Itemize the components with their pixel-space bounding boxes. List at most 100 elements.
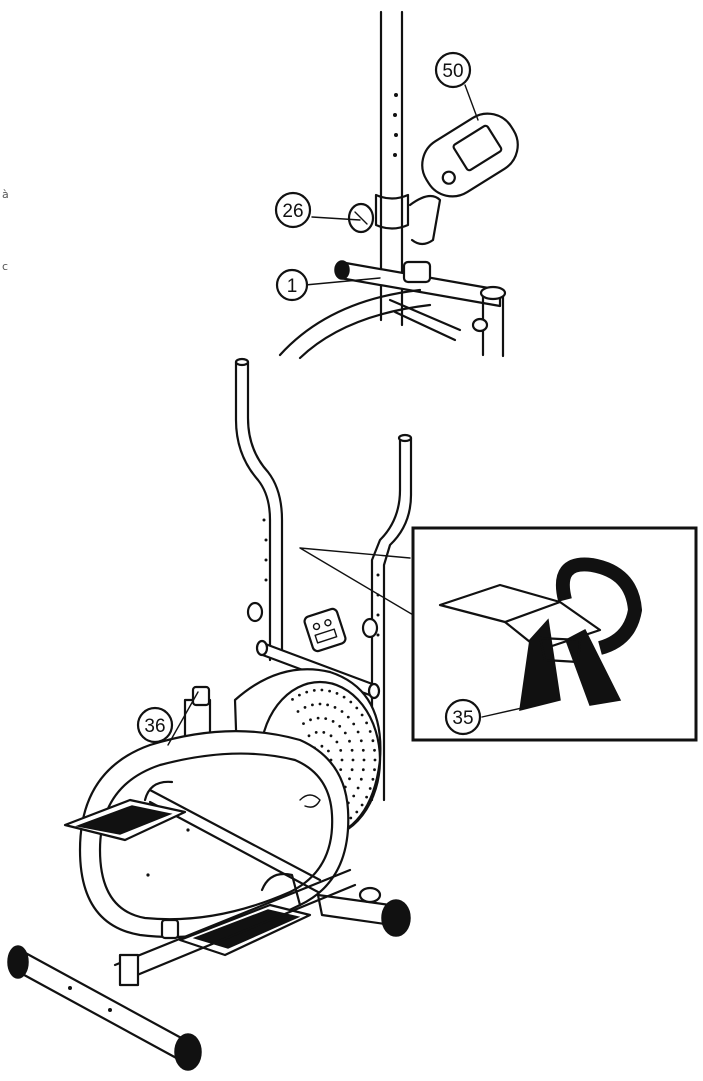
fan-grill-dot <box>338 724 342 728</box>
fan-grill-dot <box>335 740 339 744</box>
callout-35: 35 <box>444 698 482 736</box>
margin-mark-b: c <box>2 260 8 273</box>
callout-26-label: 26 <box>282 201 303 222</box>
callout-50: 50 <box>434 51 472 89</box>
fan-grill-dot <box>298 693 301 697</box>
main-trainer-view: 36 <box>7 357 541 1071</box>
pedal-link-bar <box>148 788 322 894</box>
fan-grill-dot <box>343 731 347 735</box>
frame-arc-inner <box>298 303 432 360</box>
fan-grill-dot <box>316 716 320 720</box>
side-cover-inner <box>98 752 334 921</box>
fan-grill-dot <box>303 706 307 709</box>
fan-grill-dot <box>371 777 375 781</box>
fan-grill-dot <box>349 816 353 820</box>
callout-36-label: 36 <box>144 716 165 737</box>
fan-grill-dot <box>373 748 376 752</box>
right-handle-arm-edge-b <box>382 436 413 802</box>
right-handle-cap <box>397 433 413 443</box>
fan-grill-dot <box>352 794 356 798</box>
fan-grill-dot <box>361 748 365 752</box>
side-cover-outer <box>78 730 350 939</box>
fan-grill-dot <box>340 758 344 762</box>
left-handle-arm-edge-a <box>234 360 272 662</box>
mast-holes <box>393 93 398 157</box>
fan-grill-dot <box>324 717 328 720</box>
fan-grill-dot <box>348 777 351 781</box>
fan-grill-dot <box>340 710 344 713</box>
fan-grill-dot <box>360 713 364 717</box>
post-bolt <box>471 317 489 333</box>
fan-grill-dot <box>355 810 359 814</box>
mast-collar <box>374 193 410 230</box>
cover-logo <box>299 794 321 808</box>
console-neck <box>408 194 442 246</box>
fan-grill-dot <box>302 722 305 725</box>
fan-grill-dot <box>361 768 365 772</box>
left-pedal-tread <box>75 805 173 835</box>
fan-grill-dot <box>311 703 314 707</box>
fan-grill-dot <box>329 734 333 738</box>
fan-grill-dot <box>352 722 356 726</box>
callout-1: 1 <box>275 268 309 302</box>
front-left-end-cap <box>7 945 29 979</box>
fan-grill-dot <box>348 739 351 743</box>
top-detail-view: 50 26 1 <box>274 10 519 360</box>
fan-grill-dot <box>362 758 366 762</box>
callout-50-label: 50 <box>442 61 463 82</box>
fan-grill-dot <box>356 786 360 790</box>
rear-end-cap <box>381 899 411 937</box>
fan-grill-dot <box>307 734 311 738</box>
fan-grill-dot <box>327 749 330 753</box>
frame-arc-outer <box>278 288 422 357</box>
console-screen <box>452 124 503 172</box>
fan-grill-dot <box>322 731 326 734</box>
leader-50 <box>464 84 479 121</box>
fan-grill-dot <box>342 695 346 699</box>
fan-grill-dot <box>333 706 337 709</box>
fan-grill-dot <box>291 698 294 701</box>
fan-grill-dot <box>373 768 376 772</box>
fan-grill-dot <box>320 688 324 692</box>
fan-grill-dot <box>349 700 353 704</box>
crossbar-clamp <box>402 260 432 284</box>
fan-grill-dot <box>309 718 312 722</box>
floor-frame-rail <box>113 868 357 982</box>
fan-grill-dot <box>365 721 368 725</box>
console-unit <box>421 112 519 198</box>
fan-grill-dot <box>335 692 339 695</box>
frame-brace <box>388 298 462 342</box>
front-right-end-cap <box>174 1033 202 1071</box>
fan-grill-dot <box>359 777 363 781</box>
fan-grill-dot <box>320 744 324 748</box>
fan-grill-dot <box>360 803 364 807</box>
fan-grill-dot <box>346 715 350 719</box>
inset-strap-tail-a <box>519 618 561 711</box>
fan-grill-dot <box>328 689 331 693</box>
fan-grill-dot <box>331 720 335 723</box>
margin-mark-a: à <box>2 188 9 201</box>
callout-36: 36 <box>136 706 174 744</box>
left-pedal-strap <box>143 780 174 802</box>
right-pedal-strap <box>260 872 302 907</box>
fan-grill-dot <box>305 690 309 694</box>
callout-26: 26 <box>274 191 312 229</box>
console-body <box>421 112 519 198</box>
fan-grill-dot <box>318 702 322 706</box>
fan-grill-dot <box>373 758 377 762</box>
fan-grill-dot <box>365 795 368 799</box>
leader-26 <box>311 216 361 221</box>
fan-grill-dot <box>359 739 363 743</box>
stanchion-cap <box>191 685 211 707</box>
fan-grill-dot <box>351 758 355 762</box>
fan-grill-dot <box>356 730 360 734</box>
fan-grill-dot <box>350 748 354 752</box>
fan-grill-dot <box>339 749 343 752</box>
fan-grill-dot <box>296 710 300 713</box>
inset-pedal-strap-detail: 35 <box>411 526 698 742</box>
fan-grill-dot <box>326 703 329 707</box>
fan-grill-dot <box>312 689 316 692</box>
left-handle-arm-edge-b <box>246 360 284 652</box>
fan-grill-dot <box>339 768 343 771</box>
